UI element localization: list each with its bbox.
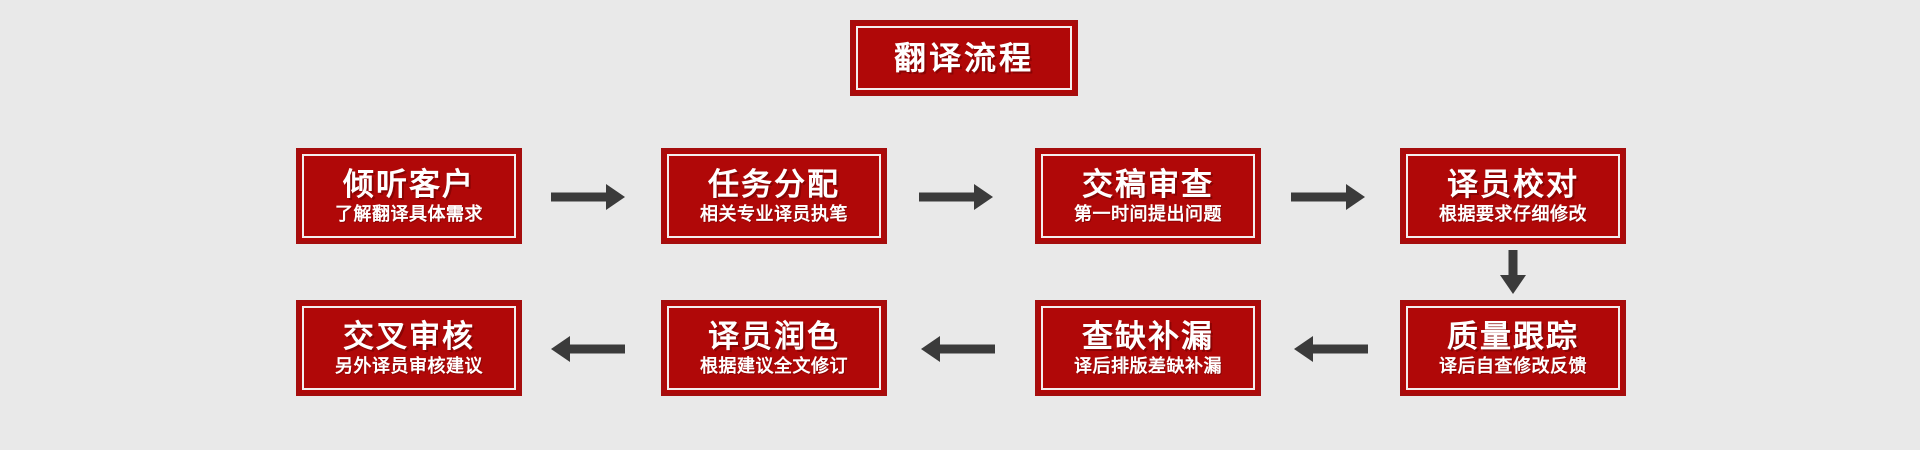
arrow-head (974, 184, 993, 210)
arrow-step7-to-step8-icon (551, 336, 625, 362)
step-node-8-subtitle: 另外译员审核建议 (335, 355, 483, 377)
arrow-head (1294, 336, 1313, 362)
step-node-5[interactable]: 质量跟踪 译后自查修改反馈 (1400, 300, 1626, 396)
arrow-step4-to-step5-icon (1500, 250, 1526, 294)
step-node-1-inner: 倾听客户 了解翻译具体需求 (302, 154, 516, 238)
flowchart-title-label: 翻译流程 (893, 39, 1034, 77)
arrow-step1-to-step2-icon (551, 184, 625, 210)
step-node-1-title: 倾听客户 (343, 166, 475, 203)
arrow-shaft (939, 344, 995, 354)
step-node-4[interactable]: 译员校对 根据要求仔细修改 (1400, 148, 1626, 244)
step-node-8[interactable]: 交叉审核 另外译员审核建议 (296, 300, 522, 396)
step-node-6-title: 查缺补漏 (1082, 318, 1214, 355)
step-node-5-title: 质量跟踪 (1447, 318, 1579, 355)
step-node-5-subtitle: 译后自查修改反馈 (1439, 355, 1587, 377)
step-node-4-inner: 译员校对 根据要求仔细修改 (1406, 154, 1620, 238)
step-node-4-subtitle: 根据要求仔细修改 (1439, 203, 1587, 225)
arrow-shaft (551, 192, 607, 202)
arrow-step5-to-step6-icon (1294, 336, 1368, 362)
step-node-3-subtitle: 第一时间提出问题 (1074, 203, 1222, 225)
step-node-6-subtitle: 译后排版差缺补漏 (1074, 355, 1222, 377)
arrow-shaft (919, 192, 975, 202)
arrow-step3-to-step4-icon (1291, 184, 1365, 210)
title-box-inner: 翻译流程 (856, 26, 1072, 90)
step-node-4-title: 译员校对 (1447, 166, 1579, 203)
step-node-2[interactable]: 任务分配 相关专业译员执笔 (661, 148, 887, 244)
arrow-step2-to-step3-icon (919, 184, 993, 210)
step-node-6[interactable]: 查缺补漏 译后排版差缺补漏 (1035, 300, 1261, 396)
step-node-3[interactable]: 交稿审查 第一时间提出问题 (1035, 148, 1261, 244)
arrow-shaft (1508, 250, 1518, 276)
arrow-shaft (569, 344, 625, 354)
arrow-shaft (1312, 344, 1368, 354)
arrow-shaft (1291, 192, 1347, 202)
step-node-3-inner: 交稿审查 第一时间提出问题 (1041, 154, 1255, 238)
step-node-3-title: 交稿审查 (1082, 166, 1214, 203)
step-node-7-subtitle: 根据建议全文修订 (700, 355, 848, 377)
step-node-2-title: 任务分配 (708, 166, 840, 203)
step-node-1[interactable]: 倾听客户 了解翻译具体需求 (296, 148, 522, 244)
step-node-7-inner: 译员润色 根据建议全文修订 (667, 306, 881, 390)
step-node-8-title: 交叉审核 (343, 318, 475, 355)
flowchart-title-box: 翻译流程 (850, 20, 1078, 96)
step-node-7-title: 译员润色 (708, 318, 840, 355)
step-node-2-subtitle: 相关专业译员执笔 (700, 203, 848, 225)
step-node-2-inner: 任务分配 相关专业译员执笔 (667, 154, 881, 238)
arrow-head (1500, 275, 1526, 294)
step-node-8-inner: 交叉审核 另外译员审核建议 (302, 306, 516, 390)
arrow-head (551, 336, 570, 362)
step-node-7[interactable]: 译员润色 根据建议全文修订 (661, 300, 887, 396)
step-node-6-inner: 查缺补漏 译后排版差缺补漏 (1041, 306, 1255, 390)
arrow-head (921, 336, 940, 362)
arrow-head (1346, 184, 1365, 210)
arrow-step6-to-step7-icon (921, 336, 995, 362)
step-node-5-inner: 质量跟踪 译后自查修改反馈 (1406, 306, 1620, 390)
step-node-1-subtitle: 了解翻译具体需求 (335, 203, 483, 225)
arrow-head (606, 184, 625, 210)
